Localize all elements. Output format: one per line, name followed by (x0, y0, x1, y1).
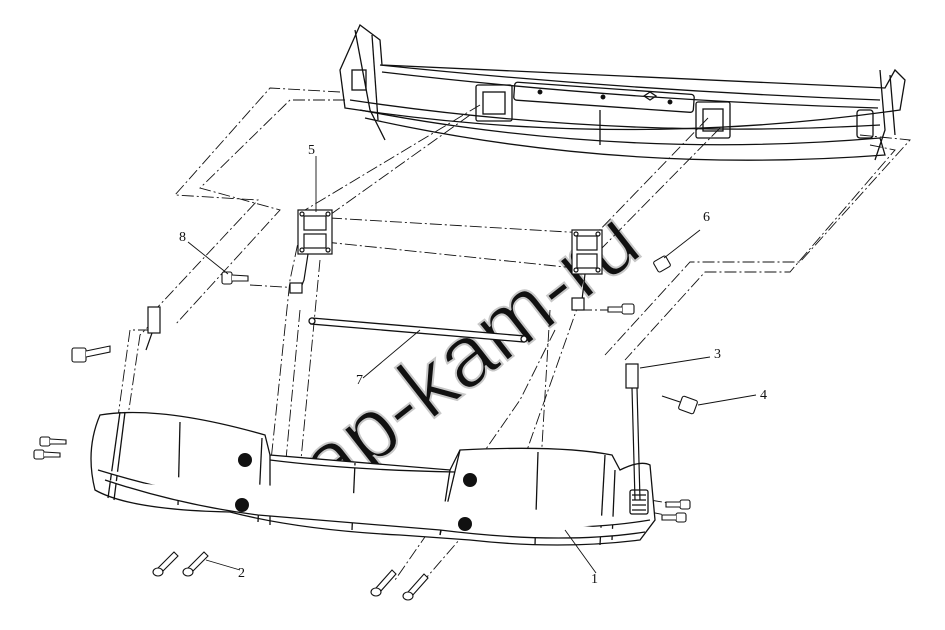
bolt-left-upper (71, 345, 111, 363)
screws-lower-center (370, 569, 429, 601)
bracket-right (571, 229, 603, 311)
callout-3: 3 (714, 347, 721, 362)
bolt-right-small (607, 303, 635, 315)
callout-1: 1 (591, 572, 598, 587)
rod-part-7 (308, 317, 528, 343)
bracket-left-lower (145, 306, 161, 351)
bolt-part-4 (661, 395, 698, 415)
cab-roof-panel (339, 23, 906, 161)
callout-2: 2 (238, 566, 245, 581)
bolt-part-6 (653, 255, 671, 273)
callout-5: 5 (308, 143, 315, 158)
visor-mounting-holes (235, 453, 477, 531)
bracket-part-3 (625, 363, 641, 501)
bolt-part-8 (221, 271, 249, 285)
screws-left-pair (33, 436, 67, 460)
screws-right-pair (661, 499, 691, 523)
bolts (33, 255, 698, 601)
callout-4: 4 (760, 388, 767, 403)
leader-lines (187, 156, 757, 574)
callout-labels: 1 2 3 4 5 6 7 8 (179, 143, 767, 587)
callout-6: 6 (703, 210, 710, 225)
callout-7: 7 (356, 373, 363, 388)
bracket-left-part-5 (289, 209, 333, 294)
callout-8: 8 (179, 230, 186, 245)
sun-visor-part-1 (90, 411, 656, 546)
screws-part-2 (152, 551, 209, 577)
